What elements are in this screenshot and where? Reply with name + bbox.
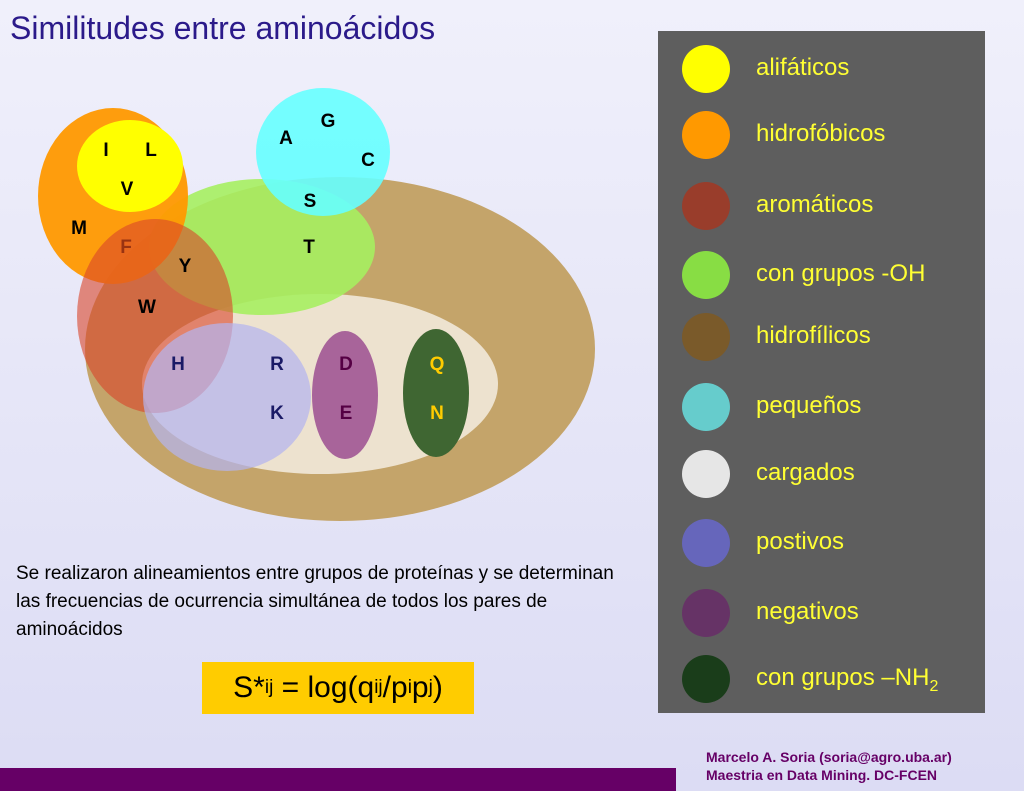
legend-label: pequeños: [756, 392, 862, 419]
formula-close: ): [432, 671, 443, 704]
aa-S: S: [304, 191, 317, 212]
aa-I: I: [103, 140, 108, 161]
legend-swatch: [682, 519, 730, 567]
alifaticos-region: [77, 120, 183, 212]
footer-program: Maestria en Data Mining. DC-FCEN: [706, 767, 938, 783]
formula-pj-sub: j: [428, 677, 433, 698]
aa-W: W: [138, 297, 156, 318]
formula-eq: = log(q: [273, 671, 375, 704]
venn-diagram: I L V M F Y W G A C S T H R K D E Q N: [38, 88, 595, 521]
aa-F: F: [120, 237, 132, 258]
grupos-nh2-region: [403, 329, 469, 457]
legend-item-alifaticos: alifáticos: [682, 45, 982, 93]
legend-item-negativos: negativos: [682, 589, 982, 637]
legend-item-pequenos: pequeños: [682, 383, 982, 431]
legend-label: hidrofílicos: [756, 322, 871, 349]
aa-D: D: [339, 354, 353, 375]
formula-slash: /p: [382, 671, 408, 704]
legend-label-text: con grupos –NH: [756, 664, 930, 691]
aa-M: M: [71, 218, 87, 239]
legend-item-grupos-nh2: con grupos –NH2: [682, 655, 982, 703]
legend-swatch: [682, 383, 730, 431]
legend-label: con grupos –NH2: [756, 664, 938, 696]
aa-Q: Q: [430, 354, 445, 375]
page-title: Similitudes entre aminoácidos: [10, 10, 436, 46]
legend-swatch: [682, 111, 730, 159]
aa-R: R: [270, 354, 284, 375]
formula-lhs: S*: [233, 671, 265, 704]
legend-swatch: [682, 182, 730, 230]
legend-label: con grupos -OH: [756, 260, 926, 287]
legend-swatch: [682, 589, 730, 637]
bottom-bar: [0, 768, 676, 791]
formula-pi-sub: i: [407, 677, 412, 698]
legend-label: cargados: [756, 459, 855, 486]
formula-q-sub: ij: [374, 677, 383, 698]
legend-swatch: [682, 313, 730, 361]
footer-author: Marcelo A. Soria (soria@agro.uba.ar): [706, 749, 952, 765]
legend-panel: alifáticos hidrofóbicos aromáticos con g…: [658, 31, 985, 713]
legend-item-positivos: postivos: [682, 519, 982, 567]
legend-swatch: [682, 45, 730, 93]
aa-E: E: [340, 403, 353, 424]
legend-label: postivos: [756, 528, 845, 555]
legend-label-subscript: 2: [929, 677, 939, 695]
negativos-region: [312, 331, 378, 459]
legend-item-hidrofobicos: hidrofóbicos: [682, 111, 982, 159]
footer: Marcelo A. Soria (soria@agro.uba.ar) Mae…: [706, 748, 952, 784]
positivos-region: [143, 323, 311, 471]
legend-label: aromáticos: [756, 191, 874, 218]
legend-swatch: [682, 450, 730, 498]
legend-label: alifáticos: [756, 54, 850, 81]
aa-H: H: [171, 354, 185, 375]
legend-swatch: [682, 251, 730, 299]
legend-item-grupos-oh: con grupos -OH: [682, 251, 982, 299]
aa-V: V: [121, 179, 134, 200]
legend-item-aromaticos: aromáticos: [682, 182, 982, 230]
legend-label: negativos: [756, 598, 859, 625]
legend-swatch: [682, 655, 730, 703]
aa-G: G: [321, 111, 336, 132]
aa-L: L: [145, 140, 157, 161]
description-text: Se realizaron alineamientos entre grupos…: [16, 563, 614, 640]
formula-p: p: [411, 671, 429, 704]
aa-K: K: [270, 403, 284, 424]
aa-C: C: [361, 150, 375, 171]
aa-N: N: [430, 403, 444, 424]
legend-label: hidrofóbicos: [756, 120, 886, 147]
aa-A: A: [279, 128, 293, 149]
formula-lhs-sub: ij: [264, 677, 274, 698]
pequenos-region: [256, 88, 390, 216]
legend-item-cargados: cargados: [682, 450, 982, 498]
legend-item-hidrofilicos: hidrofílicos: [682, 313, 982, 361]
aa-T: T: [303, 237, 315, 258]
aa-Y: Y: [179, 256, 192, 277]
